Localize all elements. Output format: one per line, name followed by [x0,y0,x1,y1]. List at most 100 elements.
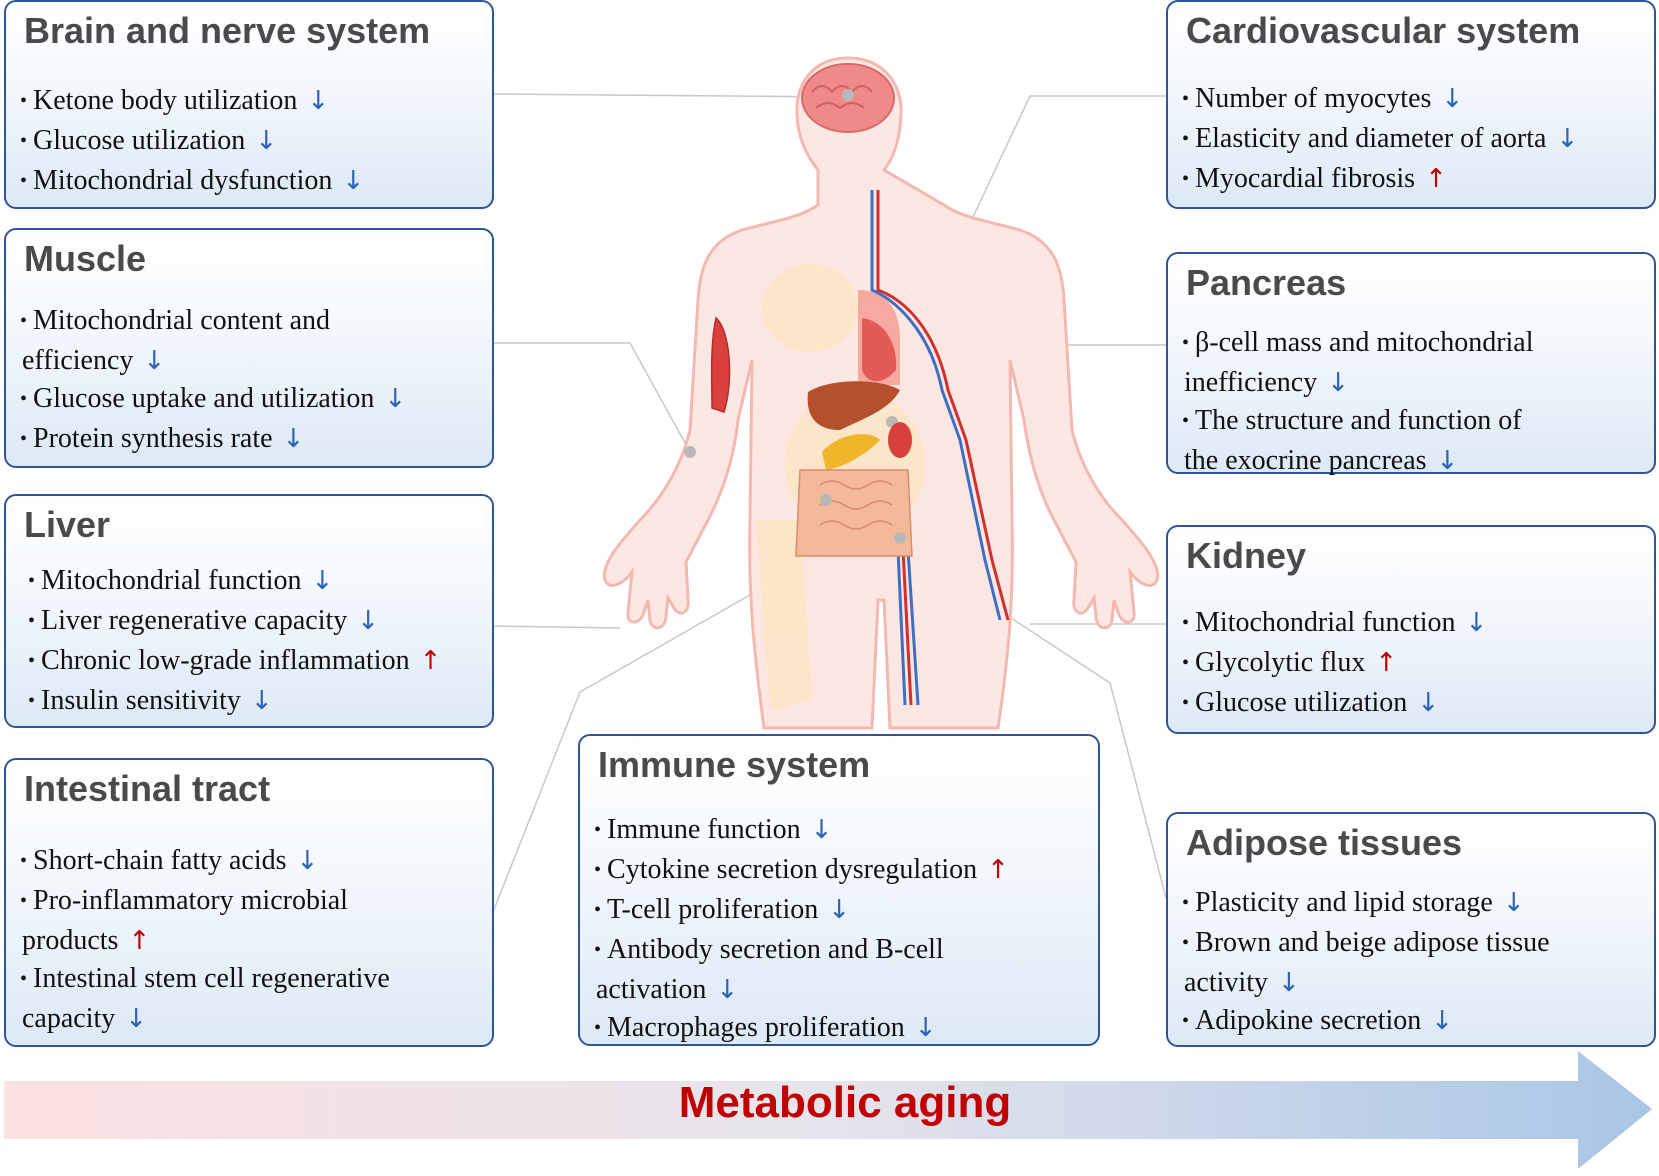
item-text: Protein synthesis rate [33,423,273,454]
item-text: inefficiency [1184,367,1318,398]
arrow-down-icon: ↓ [255,126,278,156]
list-item: •Glucose utilization↓ [1182,684,1648,724]
bullet: • [1182,892,1190,914]
panel-title: Liver [24,504,111,545]
bullet: • [20,428,28,450]
metabolic-aging-label: Metabolic aging [678,1078,1012,1127]
bullet: • [28,650,36,672]
connector-liver [492,625,621,629]
bullet: • [1182,692,1190,714]
panel-title: Intestinal tract [24,768,271,809]
item-text: Immune function [607,814,801,845]
panel-brain-nerve: Brain and nerve system •Ketone body util… [4,0,494,209]
panel-title: Cardiovascular system [1186,10,1581,51]
list-item: •Chronic low-grade inflammation↑ [28,642,486,682]
list-item: •Protein synthesis rate↓ [20,420,486,460]
list-item: •Intestinal stem cell regenerative [20,960,486,1000]
list-item: products ↑ [20,922,486,960]
arrow-down-icon: ↓ [828,895,851,925]
item-list: •Mitochondrial function↓•Glycolytic flux… [1182,604,1648,724]
list-item: •Adipokine secretion ↓ [1182,1002,1648,1042]
arrow-down-icon: ↓ [1502,888,1525,918]
bullet: • [1182,168,1190,190]
arrow-down-icon: ↓ [143,346,166,376]
arrow-down-icon: ↓ [716,975,739,1005]
bullet: • [1182,652,1190,674]
item-list: •Plasticity and lipid storage↓•Brown and… [1182,884,1648,1042]
arrow-down-icon: ↓ [307,86,330,116]
arrow-down-icon: ↓ [1327,368,1349,398]
arrow-down-icon: ↓ [1431,1006,1454,1036]
list-item: •Ketone body utilization↓ [20,82,486,122]
item-list: •Number of myocytes↓•Elasticity and diam… [1182,80,1648,200]
list-item: •Elasticity and diameter of aorta↓ [1182,120,1648,160]
list-item: activation↓ [594,971,1092,1009]
item-text: Adipokine secretion [1195,1005,1422,1036]
arrow-up-icon: ↑ [128,926,151,956]
panel-cardiovascular: Cardiovascular system •Number of myocyte… [1166,0,1656,209]
item-text: Myocardial fibrosis [1195,163,1416,194]
item-text: efficiency [22,345,134,376]
item-text: Insulin sensitivity [41,685,241,716]
list-item: •Mitochondrial content and [20,302,486,342]
panel-title: Pancreas [1186,262,1347,303]
bullet: • [594,859,602,881]
item-text: Glucose utilization [33,125,246,156]
intestines [795,469,913,557]
item-text: capacity [22,1003,116,1034]
item-text: products [22,925,119,956]
bullet: • [20,310,28,332]
panel-title: Adipose tissues [1186,822,1463,863]
item-text: Short-chain fatty acids [33,845,287,876]
bullet: • [1182,1010,1190,1032]
item-text: Glucose uptake and utilization [33,383,375,414]
bullet: • [28,610,36,632]
list-item: •Cytokine secretion dysregulation↑ [594,851,1092,891]
vessels [870,190,1010,706]
bullet: • [594,819,602,841]
list-item: •Glucose utilization↓ [20,122,486,162]
list-item: •Macrophages proliferation↓ [594,1009,1092,1049]
list-item: •Glycolytic flux↑ [1182,644,1648,684]
arrow-down-icon: ↓ [250,686,273,716]
arrow-down-icon: ↓ [1417,688,1440,718]
bullet: • [20,968,28,990]
connector-brain [492,93,849,98]
item-text: T-cell proliferation [607,894,819,925]
item-text: Pro-inflammatory microbial [33,885,348,916]
panel-title: Muscle [24,238,147,279]
arrow-down-icon: ↓ [1465,608,1488,638]
bullet: • [1182,410,1190,432]
muscle-organ [684,316,731,458]
list-item: inefficiency ↓ [1182,364,1648,402]
list-item: •T-cell proliferation↓ [594,891,1092,931]
arrow-down-icon: ↓ [1441,84,1464,114]
list-item: •Mitochondrial dysfunction↓ [20,162,486,202]
bullet: • [20,850,28,872]
bullet: • [20,890,28,912]
list-item: •Short-chain fatty acids↓ [20,842,486,882]
item-text: Ketone body utilization [33,85,298,116]
bullet: • [1182,128,1190,150]
list-item: •β-cell mass and mitochondrial [1182,324,1648,364]
list-item: •Brown and beige adipose tissue [1182,924,1648,964]
item-text: Number of myocytes [1195,83,1432,114]
item-text: Intestinal stem cell regenerative [33,963,390,994]
list-item: efficiency ↓ [20,342,486,380]
panel-title: Brain and nerve system [24,10,431,51]
item-list: •Mitochondrial function↓•Liver regenerat… [28,562,486,722]
pancreas-organ [822,434,880,470]
arrow-down-icon: ↓ [357,606,380,636]
item-text: Macrophages proliferation [607,1012,905,1043]
bullet: • [594,939,602,961]
list-item: •The structure and function of [1182,402,1648,442]
bullet: • [1182,932,1190,954]
list-item: •Number of myocytes↓ [1182,80,1648,120]
list-item: •Mitochondrial function↓ [1182,604,1648,644]
liver-organ [807,381,900,430]
bullet: • [594,1017,602,1039]
item-text: Mitochondrial function [1195,607,1456,638]
item-text: Brown and beige adipose tissue [1195,927,1550,958]
